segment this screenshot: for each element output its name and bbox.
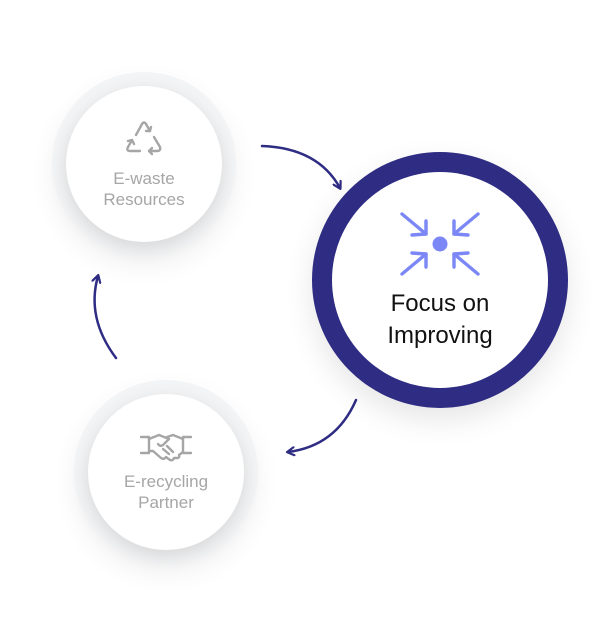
arrow-ewaste-to-focus [260,144,340,188]
recycle-icon [122,118,166,160]
partner-disc: E-recycling Partner [88,394,244,550]
partner-label: E-recycling Partner [123,472,209,512]
handshake-icon [139,431,193,463]
focus-node: Focus on Improving [312,152,568,408]
ewaste-node: E-waste Resources [52,72,236,256]
ewaste-disc: E-waste Resources [66,86,222,242]
focus-disc: Focus on Improving [332,172,548,388]
ewaste-label: E-waste Resources [103,169,185,209]
partner-node: E-recycling Partner [74,380,258,564]
focus-arrows-icon [394,208,486,280]
focus-label: Focus on Improving [387,290,493,349]
arrow-focus-to-partner [288,398,358,452]
arrow-partner-to-ewaste [95,276,118,360]
